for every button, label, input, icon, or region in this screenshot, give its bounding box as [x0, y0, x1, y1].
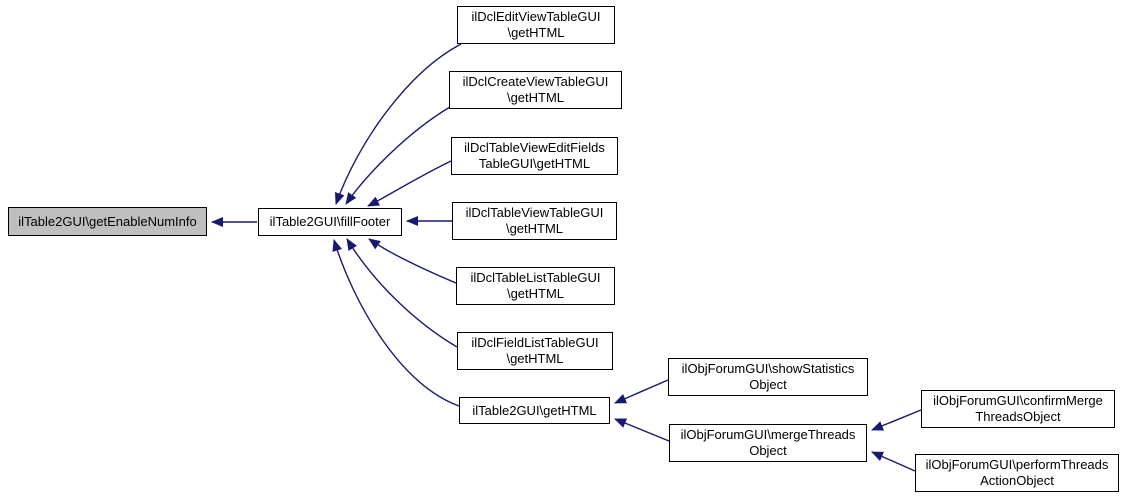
node-label: \getHTML	[505, 221, 564, 236]
edge-group	[211, 43, 922, 472]
edge-show-statistics-to-table2-get-html	[614, 379, 669, 404]
node-label: ilDclTableViewTableGUI	[465, 205, 604, 220]
node-label: ilDclCreateViewTableGUI	[462, 74, 609, 89]
node-label: \getHTML	[506, 286, 565, 301]
node-label: ilDclTableListTableGUI	[470, 270, 601, 285]
node-label: ilObjForumGUI\showStatistics	[681, 361, 855, 376]
edge-table2-get-html-to-fill-footer	[332, 239, 460, 407]
node-get-enable-num-info: ilTable2GUI\getEnableNumInfo	[8, 207, 207, 236]
node-label: \getHTML	[506, 90, 565, 105]
node-label: Object	[749, 377, 787, 392]
node-label: ThreadsObject	[975, 409, 1061, 424]
node-dcl-table-view-get-html[interactable]: ilDclTableViewTableGUI \getHTML	[452, 202, 617, 240]
node-show-statistics-object[interactable]: ilObjForumGUI\showStatistics Object	[668, 358, 868, 396]
edge-dcl-table-view-edit-fields-to-fill-footer	[367, 160, 452, 207]
node-label: ilDclEditViewTableGUI	[471, 9, 601, 24]
node-label: ilTable2GUI\getEnableNumInfo	[18, 213, 197, 229]
node-dcl-edit-view-get-html[interactable]: ilDclEditViewTableGUI \getHTML	[457, 6, 615, 44]
node-dcl-field-list-get-html[interactable]: ilDclFieldListTableGUI \getHTML	[457, 332, 613, 370]
edge-confirm-merge-threads-to-merge-threads	[871, 409, 922, 431]
node-label: ilDclTableViewEditFields	[464, 140, 605, 155]
node-dcl-create-view-get-html[interactable]: ilDclCreateViewTableGUI \getHTML	[449, 71, 622, 109]
node-label: ilTable2GUI\fillFooter	[269, 214, 391, 229]
node-label: TableGUI\getHTML	[478, 156, 591, 171]
node-label: \getHTML	[507, 25, 565, 40]
node-label: Object	[749, 443, 787, 458]
node-dcl-table-view-edit-fields-get-html[interactable]: ilDclTableViewEditFields TableGUI\getHTM…	[451, 137, 618, 175]
edge-dcl-field-list-to-fill-footer	[346, 238, 458, 348]
node-label: ilObjForumGUI\confirmMerge	[933, 393, 1103, 408]
node-fill-footer[interactable]: ilTable2GUI\fillFooter	[258, 208, 402, 236]
node-label: ilObjForumGUI\mergeThreads	[680, 427, 856, 442]
edge-dcl-table-list-to-fill-footer	[368, 238, 457, 284]
node-label: ilObjForumGUI\performThreads	[925, 457, 1109, 472]
edge-merge-threads-to-table2-get-html	[614, 418, 670, 442]
node-label: ilTable2GUI\getHTML	[472, 402, 597, 418]
node-perform-threads-action-object[interactable]: ilObjForumGUI\performThreads ActionObjec…	[915, 454, 1119, 492]
node-label: ActionObject	[980, 473, 1054, 488]
edge-dcl-create-view-to-fill-footer	[345, 106, 451, 205]
node-label: ilDclFieldListTableGUI	[471, 335, 599, 350]
node-merge-threads-object[interactable]: ilObjForumGUI\mergeThreads Object	[669, 424, 867, 462]
edge-dcl-edit-view-to-fill-footer	[334, 43, 462, 205]
node-confirm-merge-threads-object[interactable]: ilObjForumGUI\confirmMerge ThreadsObject	[921, 390, 1115, 428]
edge-perform-threads-action-to-merge-threads	[871, 451, 916, 472]
node-label: \getHTML	[506, 351, 564, 366]
node-dcl-table-list-get-html[interactable]: ilDclTableListTableGUI \getHTML	[456, 267, 615, 305]
node-table2-get-html[interactable]: ilTable2GUI\getHTML	[459, 397, 610, 424]
